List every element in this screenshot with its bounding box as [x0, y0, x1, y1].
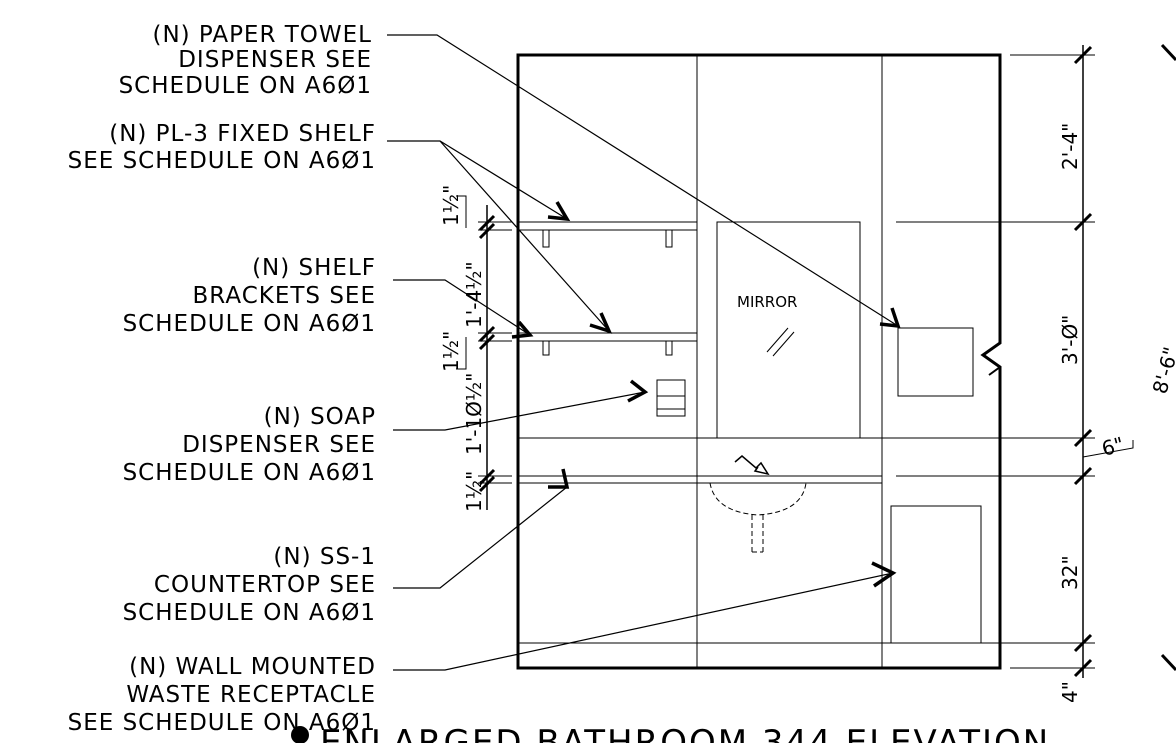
- svg-text:(N) PAPER TOWEL: (N) PAPER TOWEL: [152, 22, 372, 48]
- svg-text:SEE SCHEDULE ON A6Ø1: SEE SCHEDULE ON A6Ø1: [68, 148, 376, 174]
- dim-32: 32": [1058, 555, 1082, 590]
- dim-3-0: 3'-Ø": [1058, 315, 1082, 365]
- mirror-label: MIRROR: [737, 293, 797, 311]
- soap-dispenser: [656, 379, 686, 417]
- callout-countertop: (N) SS-1 COUNTERTOP SEE SCHEDULE ON A6Ø1: [123, 544, 376, 626]
- paper-towel-dispenser: [897, 327, 974, 397]
- leader-lines: [387, 34, 899, 671]
- callout-fixed-shelf: (N) PL-3 FIXED SHELF SEE SCHEDULE ON A6Ø…: [68, 121, 376, 174]
- svg-text:SCHEDULE ON A6Ø1: SCHEDULE ON A6Ø1: [123, 600, 376, 626]
- callout-waste-receptacle: (N) WALL MOUNTED WASTE RECEPTACLE SEE SC…: [68, 654, 376, 736]
- svg-text:WASTE RECEPTACLE: WASTE RECEPTACLE: [126, 682, 376, 708]
- arrowheads: [511, 201, 901, 588]
- dim-left-1-5-top: 1½": [439, 185, 463, 226]
- sink: [709, 455, 807, 553]
- svg-text:SEE SCHEDULE ON A6Ø1: SEE SCHEDULE ON A6Ø1: [68, 710, 376, 736]
- svg-text:(N) WALL MOUNTED: (N) WALL MOUNTED: [129, 654, 376, 680]
- svg-text:DISPENSER SEE: DISPENSER SEE: [182, 432, 376, 458]
- dim-6: 6": [1099, 432, 1126, 461]
- dim-4: 4": [1058, 681, 1082, 703]
- dim-2-4: 2'-4": [1058, 123, 1082, 170]
- svg-text:BRACKETS SEE: BRACKETS SEE: [193, 283, 376, 309]
- svg-text:(N) SHELF: (N) SHELF: [252, 255, 376, 281]
- svg-text:SCHEDULE ON A6Ø1: SCHEDULE ON A6Ø1: [119, 73, 372, 99]
- dim-left-1-5-mid: 1½": [439, 331, 463, 372]
- callout-paper-towel: (N) PAPER TOWEL DISPENSER SEE SCHEDULE O…: [119, 22, 372, 99]
- svg-text:(N) PL-3 FIXED SHELF: (N) PL-3 FIXED SHELF: [109, 121, 376, 147]
- dim-left-1-4-5: 1'-4½": [462, 261, 486, 328]
- lower-shelf: [518, 332, 697, 356]
- callout-shelf-brackets: (N) SHELF BRACKETS SEE SCHEDULE ON A6Ø1: [123, 255, 376, 337]
- dim-left-1-10-5: 1'-1Ø½": [462, 373, 486, 456]
- drawing-title: ENLARGED BATHROOM 344 ELEVATION: [320, 723, 1050, 743]
- dim-left-1-5-bottom: 1½": [462, 471, 486, 512]
- dim-8-6: 8'-6": [1148, 344, 1176, 396]
- right-dimension-lines: [896, 43, 1176, 678]
- svg-text:COUNTERTOP SEE: COUNTERTOP SEE: [154, 572, 376, 598]
- svg-text:SCHEDULE ON A6Ø1: SCHEDULE ON A6Ø1: [123, 311, 376, 337]
- waste-receptacle: [890, 505, 982, 644]
- svg-text:DISPENSER SEE: DISPENSER SEE: [178, 47, 372, 73]
- mirror: MIRROR: [716, 221, 861, 439]
- svg-text:(N) SS-1: (N) SS-1: [273, 544, 376, 570]
- svg-text:SCHEDULE ON A6Ø1: SCHEDULE ON A6Ø1: [123, 460, 376, 486]
- title-marker: [291, 726, 309, 743]
- wall-outline: [516, 53, 1002, 670]
- upper-shelf: [518, 221, 697, 248]
- svg-text:(N) SOAP: (N) SOAP: [264, 404, 376, 430]
- countertop: [518, 437, 1000, 644]
- callout-soap-dispenser: (N) SOAP DISPENSER SEE SCHEDULE ON A6Ø1: [123, 404, 376, 486]
- left-dimension-lines: [456, 195, 512, 510]
